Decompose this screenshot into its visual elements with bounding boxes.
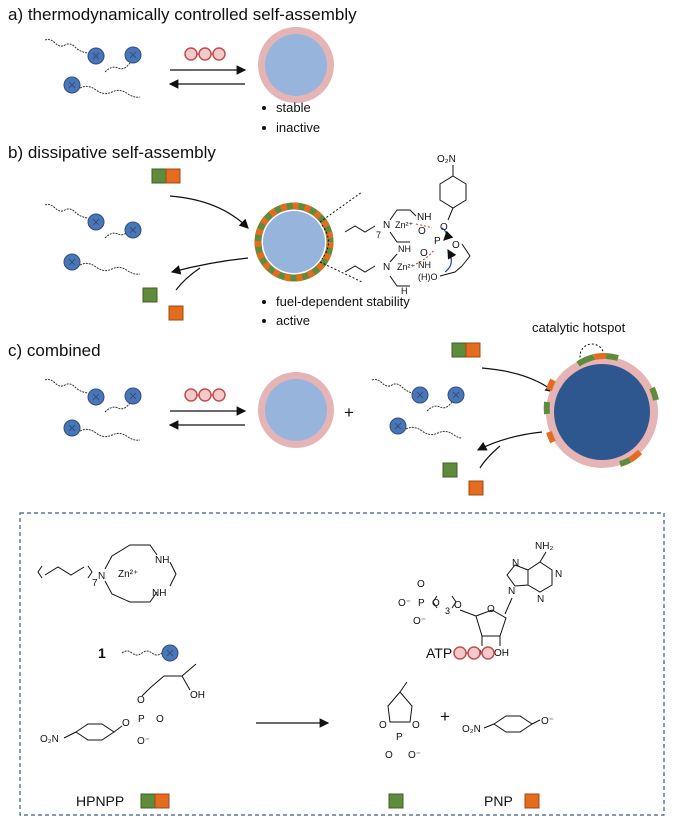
svg-text:Zn²⁺: Zn²⁺ xyxy=(118,569,138,580)
waste-green-c xyxy=(442,462,458,478)
svg-text:NH₂: NH₂ xyxy=(535,541,553,552)
svg-text:O⁻: O⁻ xyxy=(137,736,150,747)
product-curved-arrow-b xyxy=(175,267,201,291)
svg-text:NH: NH xyxy=(418,260,431,270)
waste-orange-c xyxy=(468,480,484,496)
hpnpp-structure: O₂N O P O O⁻ O OH xyxy=(40,663,205,747)
cyclic-phosphate-structure: O O P O O⁻ xyxy=(379,681,421,761)
svg-text:P: P xyxy=(418,598,425,609)
zinc-complex-structure: 7 N NH Zn²⁺ NH N Zn²⁺ NH H O₂N O O P O O… xyxy=(344,154,471,296)
plus-sign-legend: + xyxy=(440,707,450,726)
section-b-title: b) dissipative self-assembly xyxy=(8,143,216,162)
reverse-curved-arrow-c xyxy=(476,431,543,451)
svg-text:O: O xyxy=(418,226,426,237)
svg-text:NH: NH xyxy=(398,244,411,254)
svg-text:O₂N: O₂N xyxy=(40,734,59,745)
svg-text:NH: NH xyxy=(152,588,166,599)
product-curved-arrow-c xyxy=(479,445,501,469)
svg-text:P: P xyxy=(396,732,403,743)
amphiphile-group-c2 xyxy=(371,378,465,439)
svg-text:O: O xyxy=(420,248,428,259)
svg-text:Zn²⁺: Zn²⁺ xyxy=(395,220,414,230)
amphiphile-group-c1 xyxy=(44,378,142,441)
svg-text:OH: OH xyxy=(494,648,509,659)
svg-text:(H)O: (H)O xyxy=(418,272,438,282)
pnp-label: PNP xyxy=(484,793,513,809)
hpnpp-fuel-b xyxy=(151,168,181,184)
svg-text:N: N xyxy=(537,594,544,605)
pnp-structure: O₂N O⁻ xyxy=(462,715,554,735)
svg-text:3: 3 xyxy=(445,606,450,616)
svg-text:P: P xyxy=(138,714,145,725)
svg-text:NH: NH xyxy=(155,555,169,566)
bullet-inactive: inactive xyxy=(276,120,320,135)
hpnpp-fuel-c xyxy=(451,342,481,358)
waste-green-b xyxy=(142,287,158,303)
svg-text:N: N xyxy=(383,262,390,273)
atp-icon-a xyxy=(184,47,226,61)
svg-text:N: N xyxy=(555,569,562,580)
svg-text:H: H xyxy=(401,286,408,296)
compound-1-number: 1 xyxy=(98,645,106,661)
vesicle-c xyxy=(258,372,334,448)
catalytic-hotspot-label: catalytic hotspot xyxy=(532,320,626,335)
svg-text:N: N xyxy=(383,220,390,231)
svg-text:O: O xyxy=(412,720,420,731)
section-a-title: a) thermodynamically controlled self-ass… xyxy=(8,5,357,24)
svg-text:P: P xyxy=(434,236,441,247)
svg-text:O: O xyxy=(417,579,425,590)
svg-text:NH: NH xyxy=(417,212,431,223)
plus-sign-c: + xyxy=(344,403,354,422)
svg-text:7: 7 xyxy=(376,230,381,240)
svg-text:OH: OH xyxy=(190,690,205,701)
svg-text:7: 7 xyxy=(92,578,98,589)
amphiphile-group-a xyxy=(44,38,142,98)
waste-orange-b xyxy=(168,305,184,321)
svg-text:Zn²⁺: Zn²⁺ xyxy=(397,262,416,272)
atp-icon-legend xyxy=(453,646,495,660)
atp-icon-c xyxy=(184,388,226,402)
hpnpp-icon-orange xyxy=(154,793,170,809)
svg-text:O: O xyxy=(156,714,164,725)
compound-1-structure: 7 N NH Zn²⁺ NH xyxy=(37,544,177,603)
svg-text:O⁻: O⁻ xyxy=(541,716,554,727)
vesicle-a xyxy=(258,27,334,103)
hotspot-vesicle-c xyxy=(543,352,659,468)
svg-text:O: O xyxy=(452,240,460,251)
active-vesicle-b xyxy=(254,191,363,283)
hpnpp-label: HPNPP xyxy=(76,793,124,809)
svg-text:N: N xyxy=(512,558,519,569)
cyclic-phosphate-icon xyxy=(388,793,404,809)
svg-text:O: O xyxy=(440,222,448,233)
svg-text:O⁻: O⁻ xyxy=(413,616,426,627)
svg-text:O: O xyxy=(122,718,130,729)
forward-curved-arrow-c xyxy=(481,367,555,393)
legend-frame xyxy=(19,512,665,816)
svg-text:O: O xyxy=(385,750,393,761)
amphiphile-group-b xyxy=(44,203,142,275)
svg-text:O₂N: O₂N xyxy=(462,724,481,735)
svg-text:O⁻: O⁻ xyxy=(398,598,411,609)
compound-1-icon xyxy=(121,644,179,662)
hpnpp-icon-green xyxy=(140,793,156,809)
svg-text:O: O xyxy=(487,604,495,615)
svg-text:O: O xyxy=(432,598,440,609)
svg-text:O₂N: O₂N xyxy=(437,154,456,165)
reverse-curved-arrow-b xyxy=(170,257,249,275)
svg-text:N: N xyxy=(98,571,105,582)
forward-curved-arrow-b xyxy=(169,195,249,229)
svg-text:O: O xyxy=(137,695,145,706)
atp-label: ATP xyxy=(426,645,452,661)
section-c-title: c) combined xyxy=(8,341,101,360)
svg-text:N: N xyxy=(508,586,515,597)
bullet-stable: stable xyxy=(276,100,311,115)
pnp-icon xyxy=(524,793,540,809)
bullet-active: active xyxy=(276,313,310,328)
svg-text:O⁻: O⁻ xyxy=(408,750,421,761)
bullet-fuel-dependent: fuel-dependent stability xyxy=(276,294,410,309)
svg-text:O: O xyxy=(379,720,387,731)
svg-text:O: O xyxy=(454,600,462,611)
atp-structure: NH₂ N N N N O OH OH O 3 O⁻ P O O⁻ O xyxy=(398,541,562,659)
